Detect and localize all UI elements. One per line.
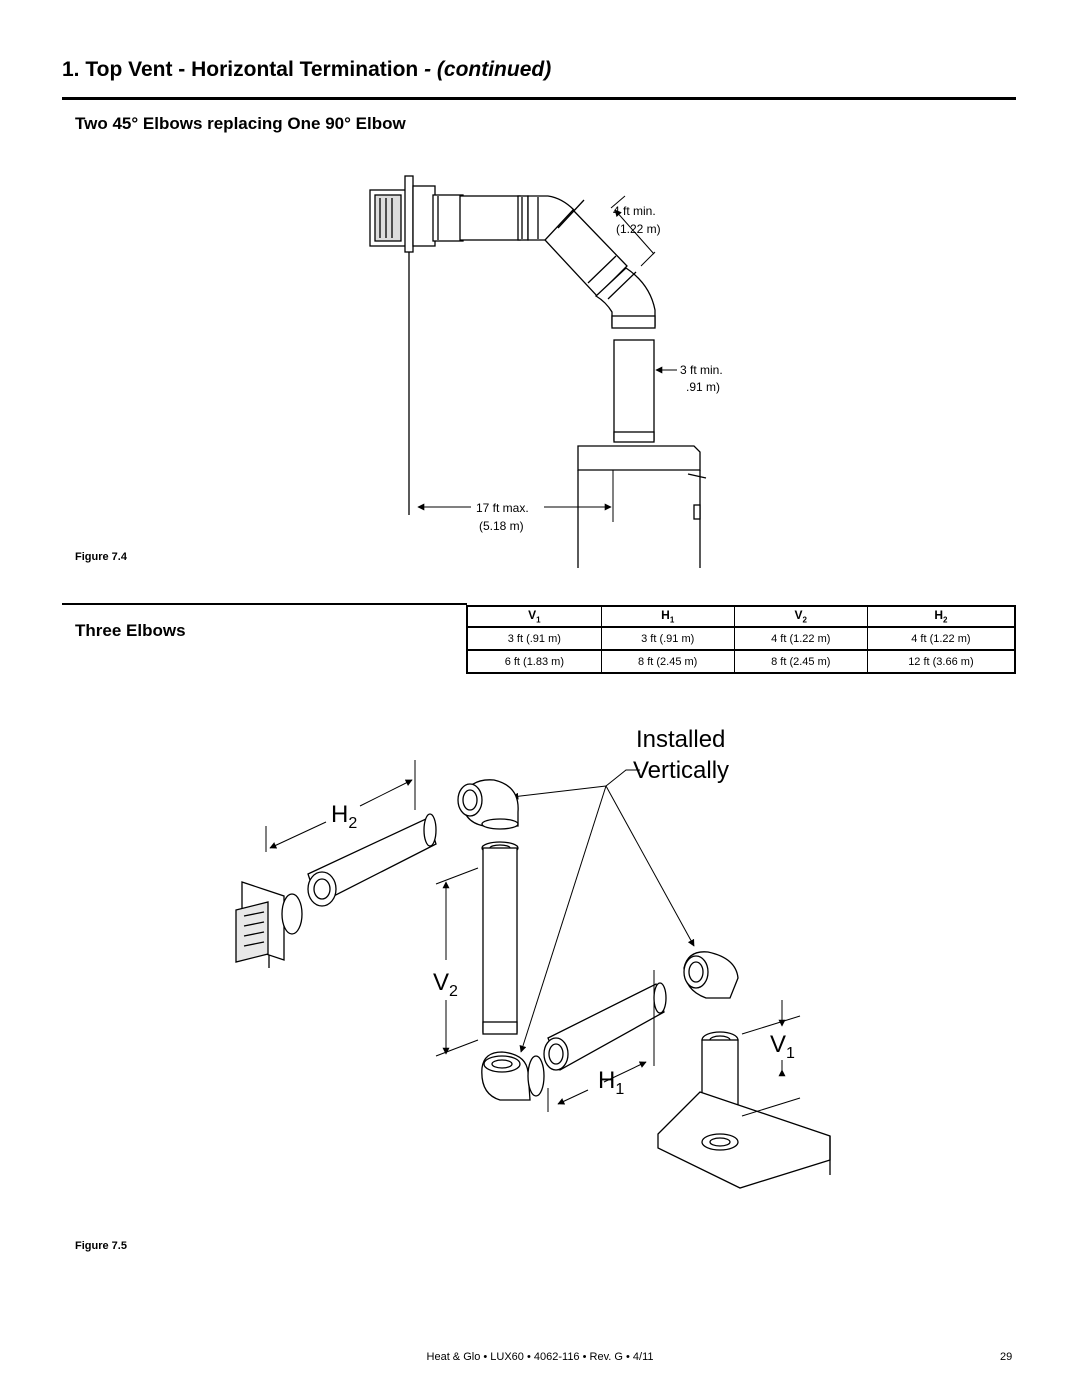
installed-label: Installed bbox=[636, 726, 725, 753]
page-title: 1. Top Vent - Horizontal Termination - (… bbox=[62, 58, 551, 82]
page-number: 29 bbox=[1000, 1351, 1013, 1363]
section-heading-three-elbows: Three Elbows bbox=[75, 621, 186, 640]
pipe-v2 bbox=[482, 847, 518, 1033]
figure-7-4-diagram: 4 ft min. (1.22 m) 3 ft min. .91 m) 17 f… bbox=[369, 175, 723, 568]
termination-cap-icon bbox=[369, 175, 464, 253]
vertically-label: Vertically bbox=[633, 757, 729, 784]
label-h1: H1 bbox=[598, 1067, 624, 1098]
figure-7-5-diagram: Installed Vertically bbox=[235, 726, 831, 1189]
termination-cap-icon bbox=[235, 881, 303, 968]
label-h2: H2 bbox=[331, 801, 357, 832]
section-rule bbox=[62, 603, 467, 605]
page-footer: Heat & Glo • LUX60 • 4062-116 • Rev. G •… bbox=[426, 1351, 654, 1363]
table-cell: 6 ft (1.83 m) bbox=[466, 649, 602, 674]
dim-17ft-label: 17 ft max. bbox=[476, 501, 529, 515]
table-cell: 8 ft (2.45 m) bbox=[600, 649, 735, 674]
dim-17ft-metric: (5.18 m) bbox=[479, 519, 524, 533]
title-rule bbox=[62, 97, 1016, 100]
table-header-row: V1 H1 V2 H2 bbox=[466, 605, 1016, 628]
table-row: 6 ft (1.83 m) 8 ft (2.45 m) 8 ft (2.45 m… bbox=[466, 649, 1016, 674]
section-heading-two-elbows: Two 45° Elbows replacing One 90° Elbow bbox=[75, 114, 406, 133]
table-row: 3 ft (.91 m) 3 ft (.91 m) 4 ft (1.22 m) … bbox=[466, 626, 1016, 651]
table-header-h1: H1 bbox=[600, 605, 735, 628]
dim-4ft-metric: (1.22 m) bbox=[616, 222, 661, 236]
label-v2: V2 bbox=[433, 969, 458, 1000]
table-header-v1: V1 bbox=[466, 605, 602, 628]
figure-7-4-caption: Figure 7.4 bbox=[75, 551, 127, 563]
firebox-top bbox=[577, 445, 701, 471]
table-cell: 12 ft (3.66 m) bbox=[866, 649, 1016, 674]
table-header-v2: V2 bbox=[733, 605, 868, 628]
page-title-main: 1. Top Vent - Horizontal Termination bbox=[62, 58, 419, 81]
label-v1: V1 bbox=[770, 1031, 795, 1062]
page-title-continued: - (continued) bbox=[418, 58, 552, 81]
firebox-top bbox=[657, 1091, 831, 1189]
vertical-pipe bbox=[613, 339, 655, 441]
horizontal-pipe bbox=[459, 195, 521, 241]
dim-3ft-metric: .91 m) bbox=[686, 380, 720, 394]
table-cell: 3 ft (.91 m) bbox=[466, 626, 602, 651]
table-header-h2: H2 bbox=[866, 605, 1016, 628]
table-cell: 4 ft (1.22 m) bbox=[733, 626, 868, 651]
vent-length-table: V1 H1 V2 H2 3 ft (.91 m) 3 ft (.91 m) 4 … bbox=[466, 605, 1016, 674]
dim-4ft-label: 4 ft min. bbox=[613, 204, 656, 218]
table-cell: 8 ft (2.45 m) bbox=[733, 649, 868, 674]
table-cell: 3 ft (.91 m) bbox=[600, 626, 735, 651]
dim-3ft-label: 3 ft min. bbox=[680, 363, 723, 377]
table-cell: 4 ft (1.22 m) bbox=[866, 626, 1016, 651]
figure-7-5-caption: Figure 7.5 bbox=[75, 1240, 127, 1252]
